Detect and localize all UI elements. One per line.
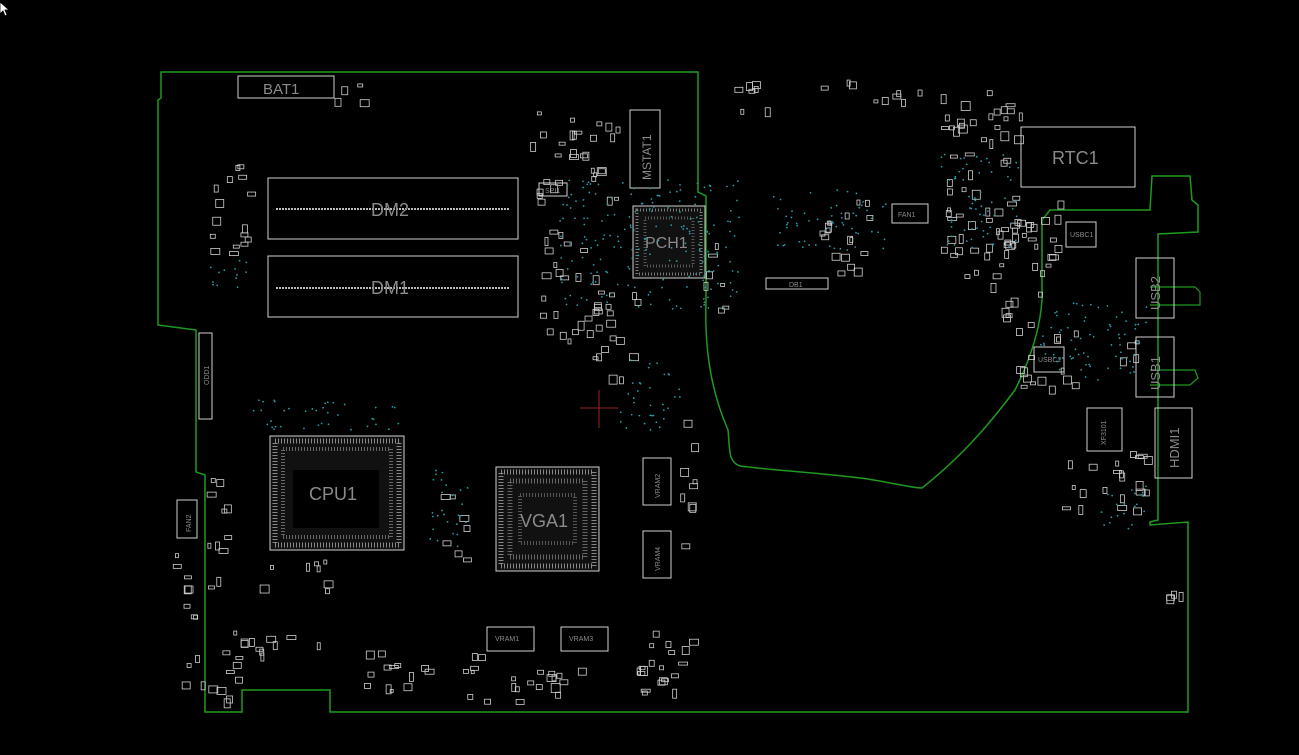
fan1-connector[interactable] bbox=[891, 203, 929, 224]
usb1-port[interactable] bbox=[1135, 336, 1175, 398]
vram2-chip[interactable] bbox=[642, 457, 672, 506]
small-components bbox=[172, 79, 1184, 709]
usbc1-label: USBC1 bbox=[1070, 232, 1093, 239]
mstat1-label: MSTAT1 bbox=[640, 134, 654, 180]
hdmi1-port[interactable] bbox=[1154, 407, 1193, 479]
vram3-label: VRAM3 bbox=[569, 636, 593, 643]
vram2-label: VRAM2 bbox=[655, 474, 662, 498]
usb1-label: USB1 bbox=[1148, 356, 1163, 390]
usb2-port[interactable] bbox=[1135, 257, 1175, 319]
spi1-chip[interactable] bbox=[538, 182, 568, 197]
fan2-connector[interactable] bbox=[176, 499, 198, 539]
vga1-chip[interactable] bbox=[495, 466, 600, 572]
dm1-label: DM1 bbox=[371, 278, 409, 298]
xf3101-chip[interactable] bbox=[1086, 407, 1123, 452]
usbc2-label: USBC2 bbox=[1038, 357, 1061, 364]
dm2-slot[interactable] bbox=[267, 177, 519, 240]
fan2-label: FAN2 bbox=[186, 514, 193, 532]
cpu1-label: CPU1 bbox=[309, 484, 357, 504]
pch1-label: PCH1 bbox=[645, 235, 688, 252]
vga1-label: VGA1 bbox=[520, 511, 568, 531]
db1-label: DB1 bbox=[789, 282, 803, 289]
vram3-chip[interactable] bbox=[560, 626, 609, 652]
mstat1-connector[interactable] bbox=[629, 109, 661, 189]
vram4-label: VRAM4 bbox=[655, 547, 662, 571]
bat1-connector[interactable] bbox=[237, 75, 335, 99]
xf3101-label: XF3101 bbox=[1101, 420, 1108, 445]
vram1-chip[interactable] bbox=[486, 626, 535, 652]
odd1-connector[interactable] bbox=[198, 332, 213, 420]
mouse-cursor-icon bbox=[0, 1, 11, 17]
vram1-label: VRAM1 bbox=[495, 636, 519, 643]
test-vias bbox=[209, 153, 1148, 548]
usb2-label: USB2 bbox=[1148, 276, 1163, 310]
board-cutout bbox=[1150, 286, 1201, 386]
db1-connector[interactable] bbox=[765, 277, 829, 290]
vram4-chip[interactable] bbox=[642, 530, 672, 579]
board-outline bbox=[157, 71, 1199, 713]
spi1-label: SPI1 bbox=[545, 188, 560, 195]
dm1-slot[interactable] bbox=[267, 255, 519, 318]
dm2-label: DM2 bbox=[371, 200, 409, 220]
cursor-crosshair bbox=[580, 390, 618, 428]
rtc1-battery[interactable] bbox=[1020, 126, 1136, 188]
odd1-label: ODD1 bbox=[204, 365, 211, 385]
fan1-label: FAN1 bbox=[898, 212, 916, 219]
hdmi1-label: HDMI1 bbox=[1167, 428, 1182, 468]
bat1-label: BAT1 bbox=[263, 81, 299, 98]
rtc1-label: RTC1 bbox=[1052, 148, 1099, 168]
usbc1-chip[interactable] bbox=[1065, 221, 1097, 248]
